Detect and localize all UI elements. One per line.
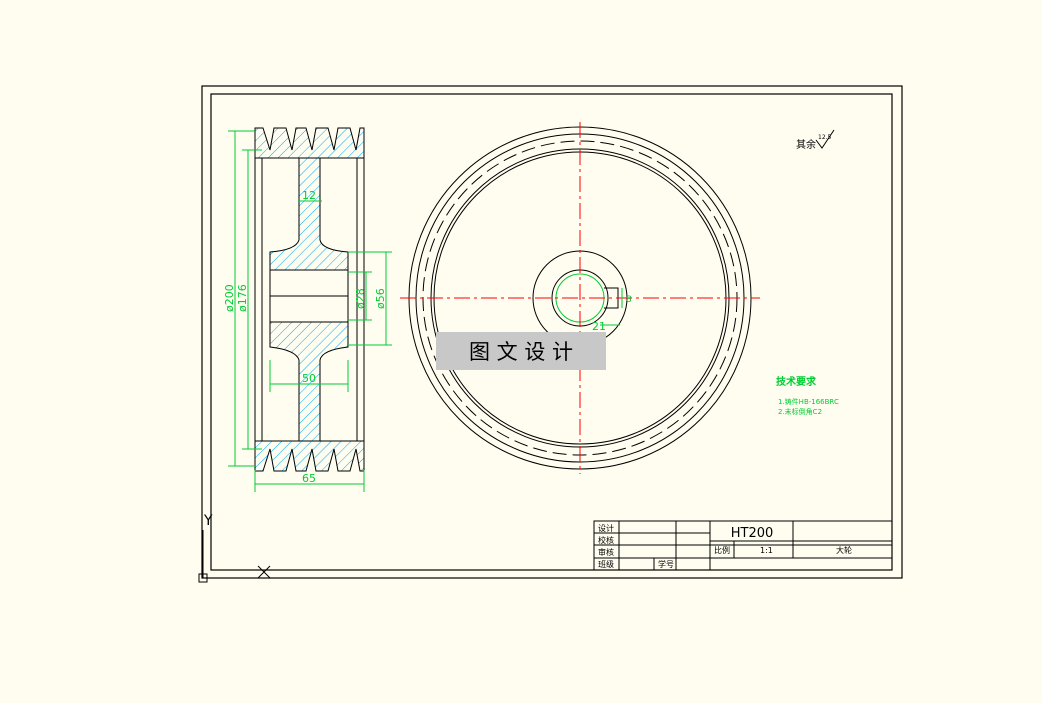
dim-keyway-depth: 21 — [592, 320, 606, 333]
watermark-text: 图 文 设 计 — [469, 340, 573, 364]
inner-border — [210, 93, 893, 571]
roughness-label: 其余 — [796, 138, 816, 151]
rim-bottom-hatch — [254, 440, 365, 472]
dim-keyway-width: 8 — [626, 295, 632, 305]
scale-label: 比例 — [714, 545, 730, 555]
scale-value: 1:1 — [760, 546, 773, 555]
tech-req-item-1: 1.铸件HB-166BRC — [778, 397, 839, 406]
dim-outer-diameter: ø200 — [223, 284, 236, 312]
title-row-2: 校核 — [598, 535, 614, 545]
web-top-hatch — [269, 157, 349, 271]
dim-hub-diameter: ø56 — [374, 288, 387, 309]
title-block — [593, 520, 893, 571]
side-section-view — [254, 127, 365, 472]
rim-top-hatch — [254, 127, 365, 159]
student-no-label: 学号 — [658, 559, 674, 569]
roughness-icon — [815, 129, 835, 149]
watermark-box — [436, 332, 606, 370]
part-name: 大轮 — [836, 545, 852, 555]
material-label: HT200 — [731, 526, 774, 541]
dim-pitch-diameter: ø176 — [236, 284, 249, 312]
dim-hub-length: 50 — [302, 372, 316, 385]
dim-bore-diameter: ø28 — [354, 288, 367, 309]
roughness-value: 12.5 — [818, 134, 832, 141]
center-lines — [400, 122, 760, 474]
ucs-icon — [198, 530, 271, 583]
tech-req-item-2: 2.未标倒角C2 — [778, 407, 822, 416]
dim-groove-label: 12 — [302, 189, 316, 202]
title-row-4: 班级 — [598, 559, 614, 569]
tech-req-title: 技术要求 — [776, 375, 817, 388]
outer-border — [201, 85, 903, 579]
side-view-dimensions — [228, 130, 392, 492]
dim-total-width: 65 — [302, 472, 316, 485]
title-row-3: 审核 — [598, 547, 614, 557]
title-row-1: 设计 — [598, 523, 614, 533]
ucs-y-label: Y — [203, 513, 213, 529]
keyway-dimensions — [600, 288, 623, 326]
